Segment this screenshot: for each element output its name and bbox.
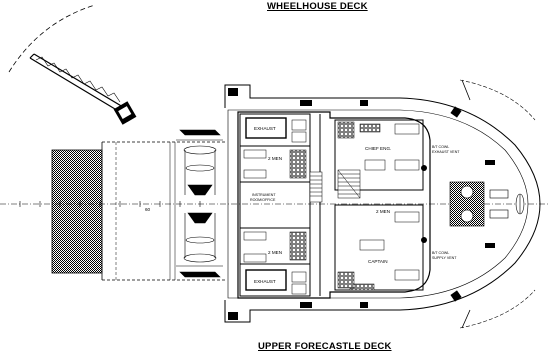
- crane-swing-arc: [8, 4, 96, 73]
- windlass: [449, 181, 525, 227]
- label-2men-lower: 2 MEN: [268, 250, 282, 255]
- room-walls: [239, 113, 424, 297]
- label-exhaust-top: EXHAUST: [254, 126, 276, 131]
- deck-outline: [224, 84, 541, 323]
- deck-fittings: [228, 88, 495, 320]
- winch-upper: [176, 129, 223, 196]
- title-upper-forecastle-deck: UPPER FORECASTLE DECK: [258, 341, 392, 352]
- label-exhaust-bottom: EXHAUST: [254, 279, 276, 284]
- label-2men-upper: 2 MEN: [268, 156, 282, 161]
- label-cowl-top: B/T COWL: [432, 145, 449, 149]
- vent-bottom: [421, 237, 427, 243]
- title-wheelhouse-deck: WHEELHOUSE DECK: [267, 1, 368, 12]
- stairs-upper: [337, 169, 361, 199]
- label-cowl-bottom: B/T COWL: [432, 251, 449, 255]
- centerline-ticks: [19, 201, 201, 207]
- crane-boom: [29, 53, 137, 125]
- winch-lower: [176, 212, 223, 278]
- label-instrument-2: ROOM/OFFICE: [250, 198, 276, 202]
- label-instrument: INSTRUMENT: [252, 193, 276, 197]
- vent-top: [421, 165, 427, 171]
- label-2men-mid: 2 MEN: [376, 209, 390, 214]
- bow-outer-arc: [459, 79, 536, 121]
- stairs-lower: [309, 171, 323, 203]
- frame-number: 60: [145, 207, 151, 212]
- label-cowl-top-2: EXHAUST VENT: [432, 150, 460, 154]
- label-chief-eng: CHIEF ENG.: [365, 146, 391, 151]
- label-cowl-bottom-2: SUPPLY VENT: [432, 256, 457, 260]
- furniture: [243, 119, 420, 295]
- superstructure: [237, 111, 431, 299]
- exhaust-box-bottom: [245, 269, 287, 291]
- label-captain: CAPTAIN: [368, 259, 388, 264]
- exhaust-box-top: [245, 117, 287, 139]
- stern-grating: [51, 149, 103, 274]
